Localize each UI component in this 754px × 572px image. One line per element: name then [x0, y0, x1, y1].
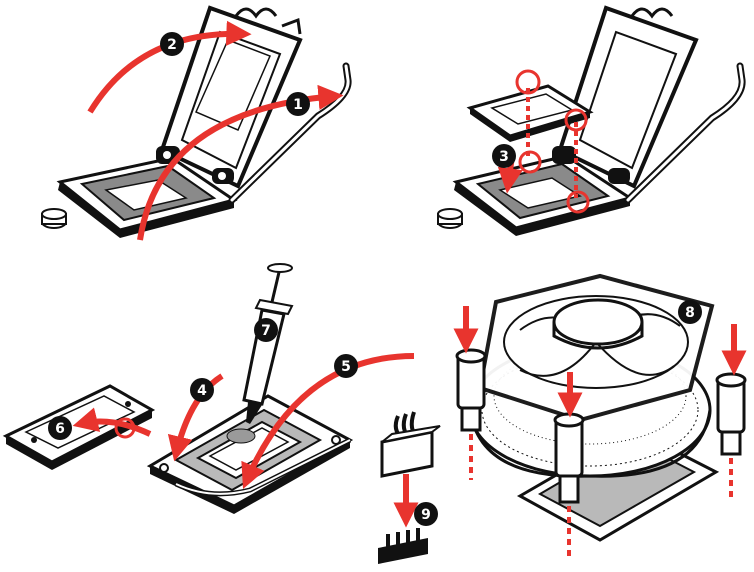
step-badge: 1: [286, 92, 310, 116]
svg-text:5: 5: [341, 359, 351, 375]
step-badge: 8: [678, 300, 702, 324]
step-badge: 2: [160, 32, 184, 56]
arrow-close-load-plate: [167, 373, 224, 462]
push-pin-left: [455, 348, 487, 432]
alignment-notch-marker: [518, 150, 542, 174]
push-pin-right: [715, 372, 747, 456]
alignment-key-marker: [566, 190, 590, 214]
panel-open-socket: [41, 5, 352, 241]
panel-install-cooler: [453, 273, 747, 556]
step-badge: 6: [48, 416, 72, 440]
fan-plug: [380, 425, 441, 478]
arrow-lower-lever: [241, 353, 415, 489]
step-badge: 3: [492, 144, 516, 168]
step-badge: 7: [254, 318, 278, 342]
svg-text:7: 7: [261, 323, 271, 339]
fan-header-pins: [378, 528, 428, 564]
socket-cap-2: [437, 208, 463, 229]
alignment-key-marker: [564, 108, 588, 132]
arrow-open-load-plate: [87, 20, 252, 114]
socket-cap: [41, 208, 67, 229]
svg-text:2: 2: [167, 37, 177, 53]
step-badge: 9: [414, 502, 438, 526]
svg-text:6: 6: [55, 421, 65, 437]
socket-base: [56, 156, 238, 238]
alignment-notch-marker: [515, 69, 541, 95]
panel-insert-cpu: [437, 5, 746, 236]
cooler-fan: [477, 273, 715, 423]
fan-hub: [552, 298, 644, 346]
svg-text:9: 9: [421, 507, 431, 523]
step-badge: 4: [190, 378, 214, 402]
svg-text:8: 8: [685, 305, 695, 321]
arrow-remove-cover: [72, 407, 152, 437]
panel-fan-connector: [378, 411, 441, 564]
svg-text:1: 1: [293, 97, 303, 113]
cover-release-marker: [114, 417, 136, 439]
push-pin-front: [553, 412, 585, 504]
step-badge: 5: [334, 354, 358, 378]
thermal-paste: [226, 428, 256, 444]
svg-text:4: 4: [197, 383, 207, 399]
load-plate-open-2: [552, 5, 699, 189]
svg-text:3: 3: [499, 149, 509, 165]
